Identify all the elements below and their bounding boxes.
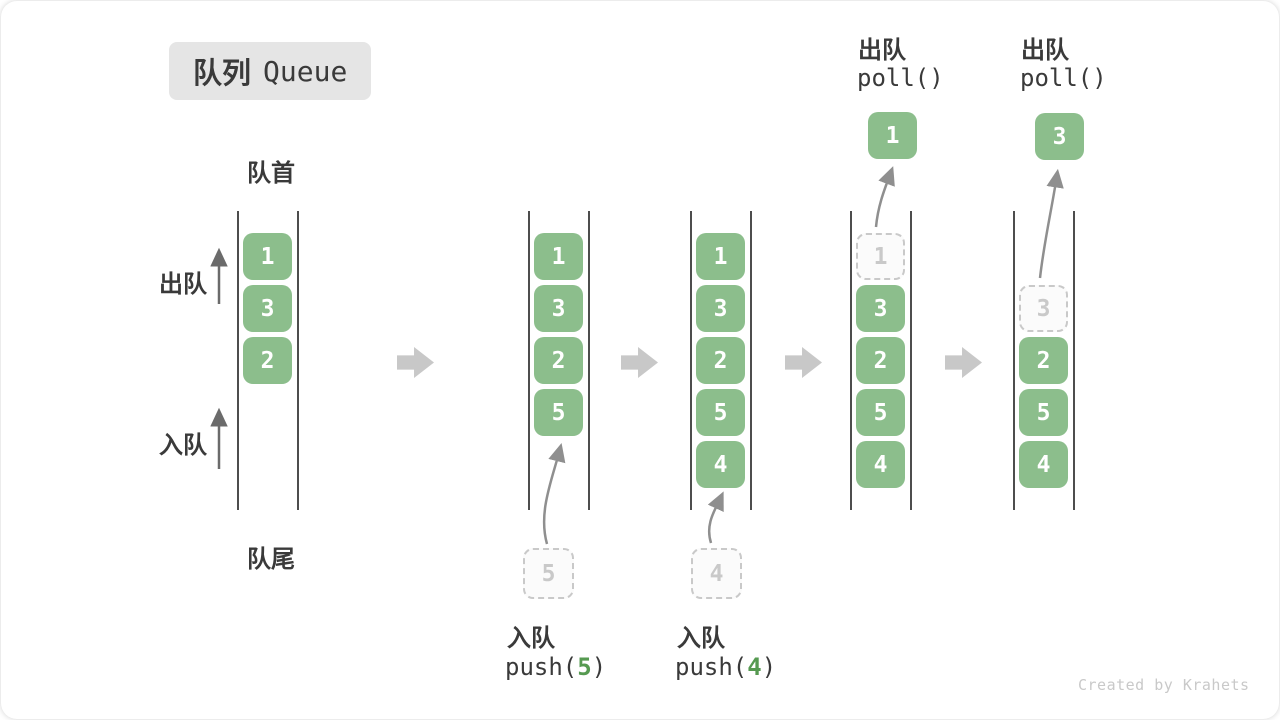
code-post: ) [761, 653, 777, 681]
enqueue-op-label: 入队 [507, 625, 555, 652]
dequeue-op-label: 出队 [858, 37, 906, 64]
queue-cell: 4 [696, 441, 745, 488]
queue-wall-left [237, 211, 239, 510]
queue-wall-left [1013, 211, 1015, 510]
queue-cell: 1 [534, 233, 583, 280]
queue-cell: 5 [534, 389, 583, 436]
enqueue-op-label: 入队 [677, 625, 725, 652]
queue-cell: 2 [1019, 337, 1068, 384]
dequeue-op-code: poll() [857, 64, 944, 92]
dequeue-side-label: 出队 [159, 271, 207, 298]
queue-cell: 3 [696, 285, 745, 332]
code-arg: 4 [747, 653, 762, 681]
dequeue-op-code: poll() [1020, 64, 1107, 92]
queue-cell: 1 [243, 233, 292, 280]
rear-label: 队尾 [247, 546, 295, 573]
queue-wall-right [750, 211, 752, 510]
watermark: Created by Krahets [1078, 676, 1250, 694]
pending-cell: 4 [691, 548, 742, 599]
code-pre: push( [505, 653, 578, 681]
title-en: Queue [263, 54, 348, 88]
queue-cell: 3 [243, 285, 292, 332]
queue-cell: 4 [1019, 441, 1068, 488]
queue-cell: 5 [696, 389, 745, 436]
removed-cell: 3 [1019, 285, 1068, 332]
dequeue-op-label: 出队 [1021, 37, 1069, 64]
queue-cell: 5 [1019, 389, 1068, 436]
queue-wall-right [297, 211, 299, 510]
enqueue-op-code: push(4) [675, 653, 776, 681]
enqueue-op-code: push(5) [505, 653, 606, 681]
queue-wall-right [588, 211, 590, 510]
queue-wall-left [690, 211, 692, 510]
queue-cell: 3 [856, 285, 905, 332]
queue-cell: 5 [856, 389, 905, 436]
queue-wall-left [528, 211, 530, 510]
queue-cell: 2 [696, 337, 745, 384]
queue-wall-right [1073, 211, 1075, 510]
title-zh: 队列 [193, 58, 252, 90]
queue-cell: 3 [534, 285, 583, 332]
popped-cell: 3 [1035, 113, 1084, 160]
popped-cell: 1 [868, 112, 917, 159]
title-badge: 队列 Queue [169, 42, 372, 100]
queue-wall-left [850, 211, 852, 510]
removed-cell: 1 [856, 233, 905, 280]
queue-cell: 4 [856, 441, 905, 488]
queue-cell: 2 [243, 337, 292, 384]
code-arg: 5 [577, 653, 592, 681]
enqueue-side-label: 入队 [159, 432, 207, 459]
pending-cell: 5 [523, 548, 574, 599]
queue-cell: 1 [696, 233, 745, 280]
queue-wall-right [910, 211, 912, 510]
code-pre: push( [675, 653, 748, 681]
front-label: 队首 [247, 160, 295, 187]
queue-cell: 2 [534, 337, 583, 384]
code-post: ) [591, 653, 607, 681]
queue-cell: 2 [856, 337, 905, 384]
